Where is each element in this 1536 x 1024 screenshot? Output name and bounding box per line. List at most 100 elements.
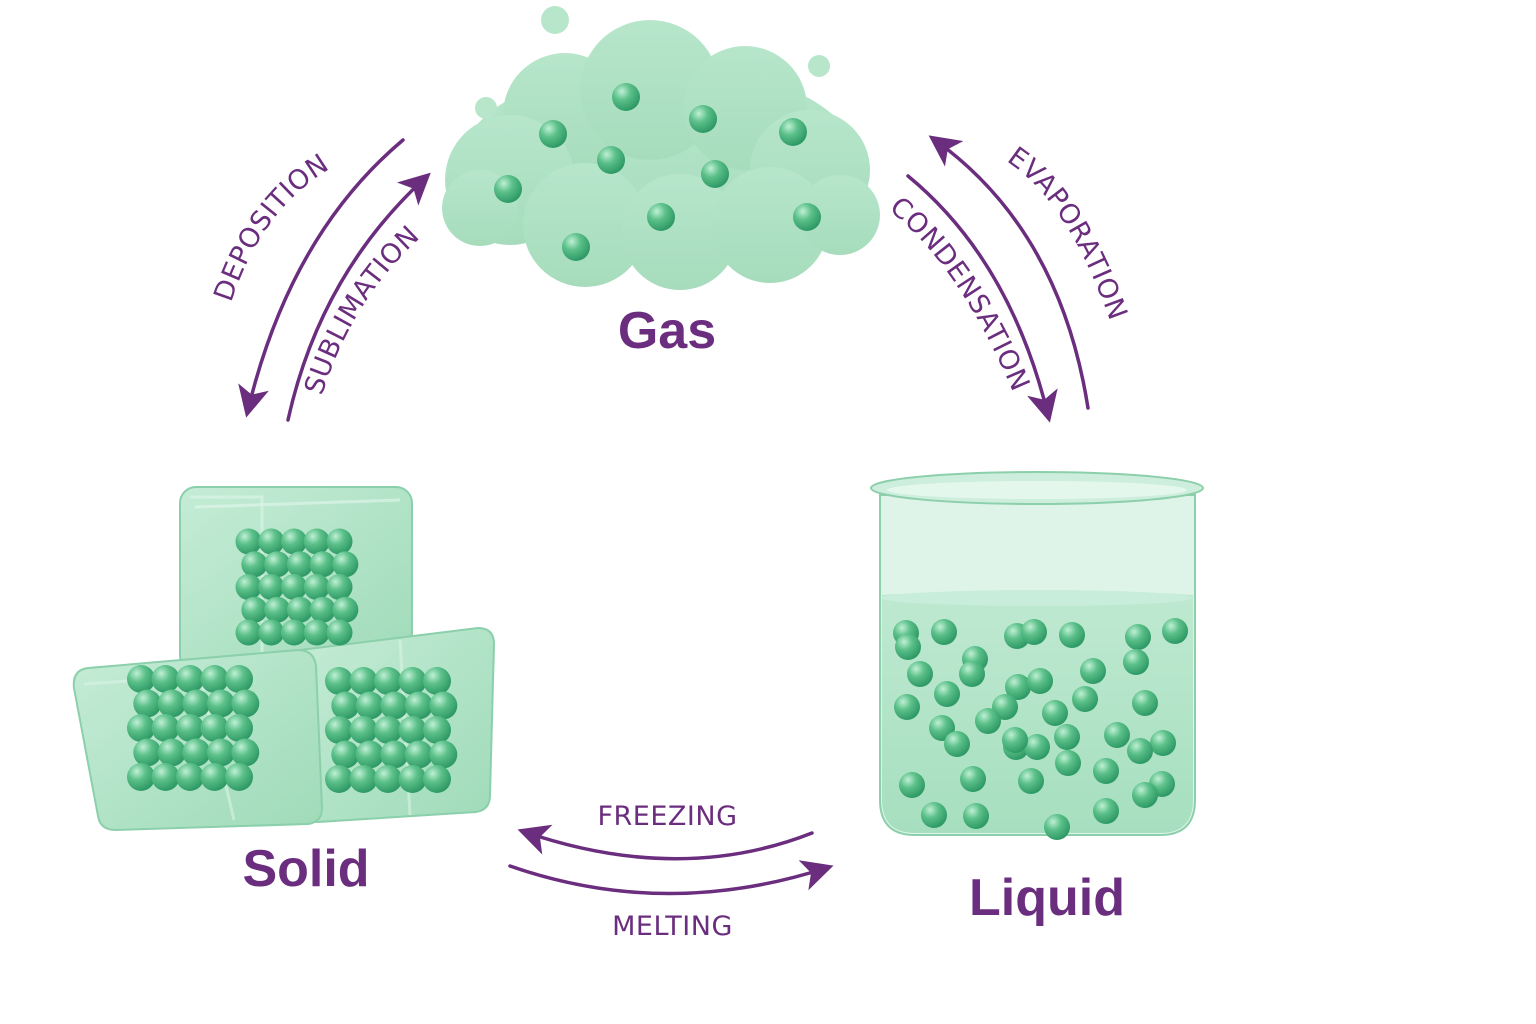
particle	[258, 528, 285, 555]
particle	[332, 551, 359, 578]
particle	[182, 738, 211, 767]
particle	[286, 551, 313, 578]
transition-arrows	[238, 135, 1090, 896]
deposition-arrow	[238, 138, 405, 418]
particle	[1018, 768, 1044, 794]
condensation-arrow	[906, 174, 1058, 423]
solid-label: Solid	[242, 840, 369, 898]
particle	[562, 233, 590, 261]
particle	[231, 738, 260, 767]
particle	[647, 203, 675, 231]
particle	[200, 714, 229, 742]
gas-cloud	[442, 6, 880, 290]
particle	[1021, 619, 1047, 645]
particle	[176, 665, 204, 693]
particle	[281, 619, 307, 646]
particle	[349, 667, 378, 695]
particle	[225, 763, 253, 791]
particle	[127, 665, 155, 693]
particle	[225, 714, 253, 742]
particle	[1093, 798, 1119, 824]
particle	[931, 619, 957, 645]
particle	[231, 689, 260, 718]
particle	[127, 763, 155, 791]
particle	[127, 714, 155, 742]
particle	[793, 203, 821, 231]
gas-label: Gas	[618, 302, 716, 360]
particle	[959, 661, 985, 687]
particle	[133, 738, 162, 767]
particle	[1125, 624, 1151, 650]
particle	[374, 765, 402, 793]
particle	[1127, 738, 1153, 764]
particle	[1093, 758, 1119, 784]
particle	[151, 714, 180, 742]
particle	[404, 691, 433, 720]
particle	[151, 665, 180, 693]
particle	[355, 740, 384, 769]
particle	[899, 772, 925, 798]
particle	[1054, 724, 1080, 750]
particle	[355, 691, 384, 720]
freezing-arrow	[517, 824, 814, 861]
particle	[1104, 722, 1130, 748]
sublimation-arrow	[286, 172, 431, 422]
particle	[349, 765, 378, 793]
particle	[921, 802, 947, 828]
particle	[133, 689, 162, 718]
particle	[235, 619, 262, 646]
liquid-particles	[893, 618, 1188, 840]
particle	[1005, 674, 1031, 700]
particle	[349, 716, 378, 744]
particle	[398, 765, 427, 793]
particle	[1072, 686, 1098, 712]
particle	[894, 694, 920, 720]
particle	[206, 738, 235, 767]
particle	[423, 667, 451, 695]
particle	[235, 574, 262, 600]
particle	[429, 740, 458, 769]
particle	[325, 716, 353, 744]
particle	[331, 691, 360, 720]
particle	[325, 667, 353, 695]
particle	[1044, 814, 1070, 840]
particle	[176, 714, 204, 742]
gas-droplet	[475, 97, 497, 119]
particle	[303, 574, 330, 600]
gas-particles	[494, 83, 821, 261]
particle	[1055, 750, 1081, 776]
particle	[241, 596, 268, 623]
gas-droplet	[541, 6, 569, 34]
particle	[779, 118, 807, 146]
particle	[398, 667, 427, 695]
particle	[1150, 730, 1176, 756]
particle	[286, 596, 313, 623]
freezing-label: FREEZING	[597, 801, 737, 832]
particle	[1042, 700, 1068, 726]
particle	[325, 765, 353, 793]
particle	[975, 708, 1001, 734]
gas-droplet	[808, 55, 830, 77]
particle	[907, 661, 933, 687]
particle	[151, 763, 180, 791]
particle	[258, 574, 285, 600]
particle	[200, 665, 229, 693]
particle	[309, 551, 336, 578]
particle	[176, 763, 204, 791]
particle	[326, 574, 353, 600]
particle	[374, 667, 402, 695]
particle	[423, 765, 451, 793]
particle	[1002, 727, 1028, 753]
particle	[404, 740, 433, 769]
particle	[689, 105, 717, 133]
particle	[206, 689, 235, 718]
particle	[963, 803, 989, 829]
particle	[597, 146, 625, 174]
melting-arrow	[508, 860, 834, 896]
particle	[281, 574, 307, 600]
particle	[1080, 658, 1106, 684]
particle	[264, 596, 291, 623]
particle	[374, 716, 402, 744]
evaporation-label: EVAPORATION	[1002, 141, 1133, 324]
liquid-label: Liquid	[969, 869, 1125, 927]
